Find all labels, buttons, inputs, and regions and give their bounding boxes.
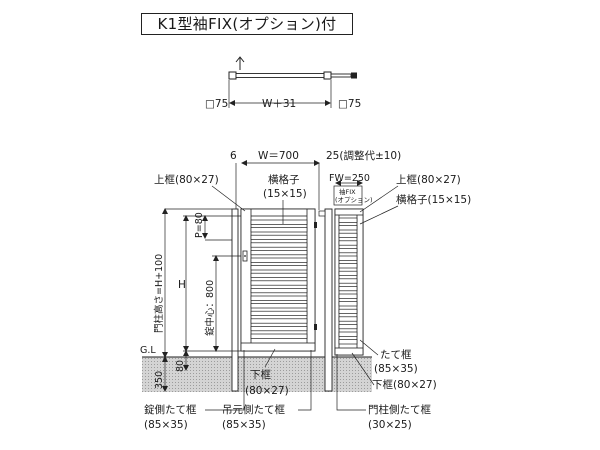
fix-bottom-rail [334,347,364,356]
fix-tag-line2: (オプション) [335,196,373,204]
lock-stile-label-2: (85×35) [144,419,188,431]
lattice-slat [338,293,358,299]
lattice-right-label: 横格子(15×15) [396,193,471,206]
lattice-slat [250,318,308,324]
gate-lock-stile [240,208,252,352]
hinge-upper-icon [314,222,317,228]
diagram-title: K1型袖FIX(オプション)付 [141,13,353,35]
ground-hatch [142,357,372,392]
post-height-label: 門柱高さ=H+100 [153,254,165,333]
plan-right-post-label: □75 [338,98,361,110]
hinge-stile-label-2: (85×35) [222,419,266,431]
lattice-slat [338,308,358,314]
lattice-slat [250,265,308,271]
plan-view: □75 W＋31 □75 [205,56,361,110]
fix-top-rail [334,208,364,216]
gate-panel [240,208,317,352]
lattice-slat [338,339,358,345]
center-post [324,208,333,392]
top-dimensions: 6 W＝700 25(調整代±10) FW=250 袖FIX (オプション) [230,149,401,210]
plan-left-post [228,71,237,80]
bottom-frame-label-2: (80×27) [245,385,289,397]
top-frame-right-label: 上框(80×27) [396,173,461,186]
lattice-slat [250,303,308,309]
gate-lattice-slats [250,219,308,339]
lattice-slat [338,301,358,307]
lattice-slat [338,316,358,322]
plan-width-label: W＋31 [262,98,296,110]
lattice-slat [250,310,308,316]
lattice-slat [250,288,308,294]
lattice-slat [338,286,358,292]
fix-tag-line1: 袖FIX [339,187,356,196]
depth-350-label: 350 [154,371,165,389]
lattice-slat [338,324,358,330]
gate-height-label: H [178,279,186,291]
lattice-slat [250,250,308,256]
lattice-slat [338,232,358,238]
callouts: 上框(80×27) 横格子 (15×15) 上框(80×27) 横格子(15×1… [144,173,471,431]
left-dimensions: 門柱高さ=H+100 H P=80 錠中心：800 G.L 350 80 [140,208,241,392]
lattice-slat [338,255,358,261]
fix-width-label: FW=250 [329,173,370,184]
gate-stopper [318,210,326,217]
fix-panel [334,208,364,356]
lattice-slat [250,326,308,332]
lock-keyhole-icon [244,255,246,257]
bottom-frame-right-label: 下框(80×27) [372,378,437,391]
fix-lattice-slats [338,217,358,345]
lattice-slat [250,280,308,286]
p-value-label: P=80 [194,212,205,238]
bottom-frame-label-1: 下框 [250,368,271,381]
plan-gate-bar [235,73,325,78]
lattice-slat [338,217,358,223]
left-post [231,208,239,392]
gate-width-label: W＝700 [258,150,299,162]
open-direction-arrow-icon [235,56,245,70]
gate-hinge-stile [306,208,316,352]
top-frame-left-label: 上框(80×27) [154,173,219,186]
lattice-slat [250,219,308,225]
post-stile-label-1: 門柱側たて框 [368,403,431,416]
depth-80-label: 80 [175,360,186,372]
lattice-slat [338,278,358,284]
hinge-lower-icon [314,324,317,330]
fix-outer-stile [356,208,364,356]
gate-top-rail [240,208,316,217]
plan-fix-end [351,72,357,79]
lattice-slat [250,242,308,248]
lock-center-label: 錠中心：800 [204,280,216,336]
plan-left-post-label: □75 [205,98,228,110]
lattice-slat [250,295,308,301]
vertical-frame-right-label-2: (85×35) [374,363,418,375]
hinge-stile-label-1: 吊元側たて框 [222,403,285,416]
lattice-slat [338,263,358,269]
gate-bottom-rail [240,342,316,352]
lattice-slat [250,272,308,278]
plan-right-post [323,71,332,80]
lattice-slat [250,234,308,240]
fix-post-stile [334,208,340,356]
gap-6-label: 6 [230,150,237,162]
post-stile-label-2: (30×25) [368,419,412,431]
lattice-slat [338,240,358,246]
lattice-slat [338,331,358,337]
lattice-slat [338,225,358,231]
plan-fix-bar [330,73,352,78]
adjust-label: 25(調整代±10) [326,149,401,162]
fix-tag-box [333,185,363,206]
lattice-slat [250,333,308,339]
lock-stile-label-1: 錠側たて框 [144,403,197,416]
gl-label: G.L [140,345,156,356]
lattice-slat [338,270,358,276]
lattice-left-label-2: (15×15) [263,188,307,200]
vertical-frame-right-label-1: たて框 [380,348,412,361]
lattice-slat [250,227,308,233]
lattice-left-label-1: 横格子 [268,173,300,186]
lattice-slat [338,248,358,254]
lattice-slat [250,257,308,263]
